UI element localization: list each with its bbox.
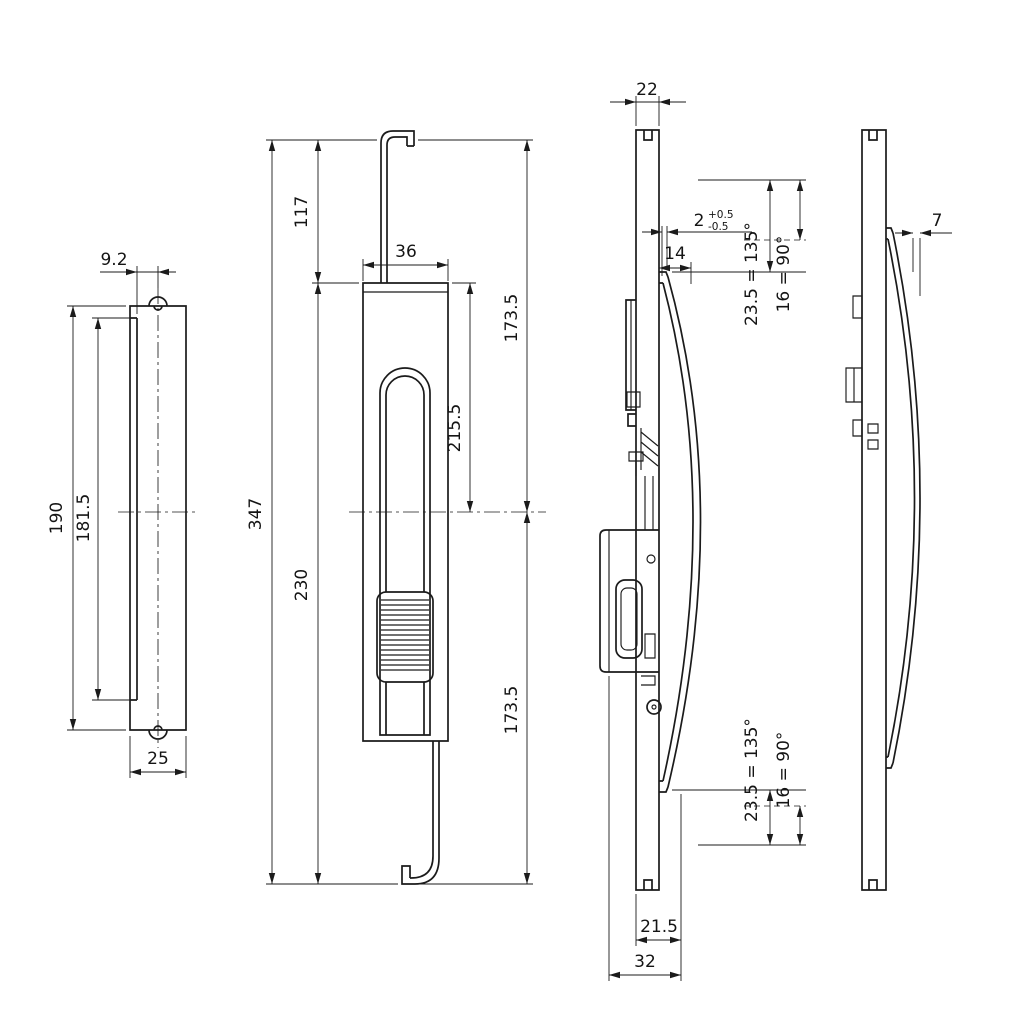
dim-plate-outer-height-label: 190 <box>47 502 67 534</box>
dim-leaf-thickness-label: 2 <box>694 211 705 231</box>
dim-half-bottom-label: 173.5 <box>502 686 522 735</box>
dim-opening-bottom-90-label: 16 = 90° <box>774 732 794 809</box>
grip-ribs <box>381 599 429 671</box>
dim-section-width-outer-label: 32 <box>634 952 656 972</box>
pin-circle <box>646 699 662 715</box>
profile-bar <box>861 129 887 891</box>
dim-body-width: 36 <box>362 242 449 281</box>
dim-overall-height: 347 <box>246 140 276 884</box>
dim-overall-height-label: 347 <box>246 498 266 530</box>
dim-profile-offset-label: 7 <box>932 211 943 231</box>
grip-handle <box>376 591 434 683</box>
dim-opening-top-135: 23.5 = 135° <box>672 179 806 326</box>
dim-opening-top-90: 16 = 90° <box>744 180 806 312</box>
extension-lines <box>266 139 377 284</box>
dim-half-top-label: 173.5 <box>502 294 522 343</box>
dim-recess-height-label: 215.5 <box>445 404 465 453</box>
extension-lines <box>608 676 682 981</box>
dim-opening-bottom-135-label: 23.5 = 135° <box>742 718 762 822</box>
dim-section-width-inner: 21.5 <box>635 894 681 946</box>
dim-channel-width: 22 <box>610 80 686 126</box>
view-front: 117 230 347 36 173.5 215.5 <box>246 130 533 885</box>
extension-lines <box>672 789 806 846</box>
dim-plate-offset: 9.2 <box>100 250 176 314</box>
profile-leaf <box>886 227 921 769</box>
dim-opening-top-90-label: 16 = 90° <box>774 236 794 313</box>
dim-profile-offset: 7 <box>895 211 952 296</box>
dim-leaf-tol-minus-label: -0.5 <box>708 221 729 233</box>
dim-opening-top-135-label: 23.5 = 135° <box>742 222 762 326</box>
dim-plate-offset-label: 9.2 <box>100 250 127 270</box>
dim-leaf-tol-plus-label: +0.5 <box>708 209 734 221</box>
view-section: 22 2 +0.5 -0.5 14 23.5 = 135° 16 = 90° <box>599 80 806 981</box>
bottom-rod-hook <box>401 741 440 885</box>
dim-opening-bottom-135: 23.5 = 135° <box>672 718 806 846</box>
view-end-plate: 9.2 190 181.5 25 <box>47 250 187 778</box>
grip-side-view <box>615 579 643 659</box>
extension-lines <box>672 179 806 273</box>
dim-plate-inner-height: 181.5 <box>74 317 133 701</box>
dim-opening-bottom-90: 16 = 90° <box>744 732 806 845</box>
dim-channel-width-label: 22 <box>636 80 658 100</box>
dim-rod-top-to-body: 117 <box>266 139 377 284</box>
dim-plate-inner-height-label: 181.5 <box>74 494 94 543</box>
dim-recess-height: 215.5 <box>445 282 476 512</box>
extension-lines <box>912 238 921 296</box>
dim-leaf-offset: 14 <box>659 244 692 284</box>
extension-lines <box>635 96 660 126</box>
dim-section-width-outer: 32 <box>608 676 682 981</box>
top-rod-hook <box>380 130 415 283</box>
dim-leaf-offset-label: 14 <box>664 244 686 264</box>
extension-lines <box>67 305 126 731</box>
dim-body-height: 230 <box>266 283 398 885</box>
pin-center <box>651 704 657 710</box>
screw-circle <box>646 554 656 564</box>
dim-plate-width: 25 <box>129 736 187 778</box>
channel-bar <box>635 129 660 891</box>
dim-half-top: 173.5 <box>418 139 533 512</box>
extension-lines <box>362 259 449 281</box>
dim-body-height-label: 230 <box>292 569 312 601</box>
lock-case-details <box>608 530 656 686</box>
dim-plate-outer-height: 190 <box>47 305 126 731</box>
door-leaf <box>659 271 702 793</box>
recess-outline <box>379 367 431 736</box>
dim-plate-width-label: 25 <box>147 749 169 769</box>
dim-half-bottom: 173.5 <box>419 512 533 885</box>
dim-section-width-inner-label: 21.5 <box>640 917 678 937</box>
view-profile: 7 <box>845 129 952 891</box>
lock-case <box>599 529 659 673</box>
dim-body-width-label: 36 <box>395 242 417 262</box>
profile-details <box>845 295 879 450</box>
upper-bracket-details <box>626 300 659 530</box>
dim-rod-top-label: 117 <box>292 196 312 228</box>
grip-side-inner <box>620 587 638 651</box>
latch-body-outline <box>362 282 449 742</box>
